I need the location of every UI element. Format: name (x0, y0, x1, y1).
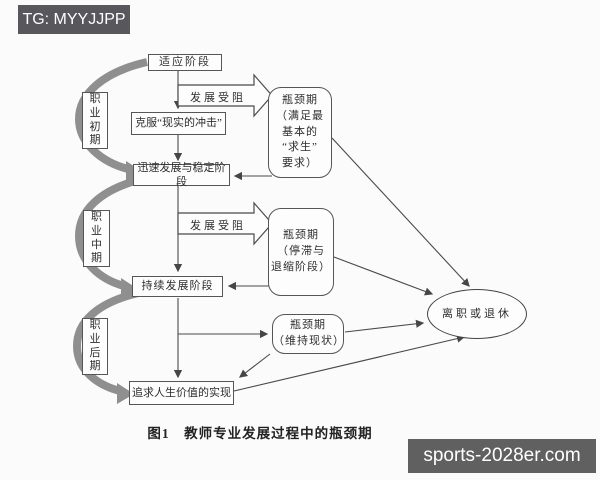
block-arrow-blocked-top (177, 73, 273, 118)
node-rapid-development-stage: 迅速发展与稳定阶段 (133, 162, 230, 188)
arrow-bottleneck3-to-pursuit (239, 353, 271, 378)
arrow-bottleneck2-to-exit (333, 256, 434, 296)
node-exit-or-retire: 离职或退休 (427, 289, 527, 339)
edge-label-development-blocked-top: 发展受阻 (190, 92, 246, 104)
arrow-bottleneck1-to-exit (331, 137, 470, 287)
node-adaptation-stage: 适应阶段 (148, 54, 222, 71)
telegram-tag-banner: TG: MYYJJPP (18, 5, 130, 34)
edge-label-development-blocked-mid: 发展受阻 (190, 220, 246, 232)
arrow-bottleneck3-to-exit (344, 319, 425, 333)
career-mid-label: 职业中期 (91, 211, 102, 265)
node-bottleneck-maintain: 瓶颈期 （维持现状） (272, 314, 344, 354)
node-career-late-period: 职业后期 (82, 318, 108, 375)
node-sustained-development-stage: 持续发展阶段 (132, 276, 223, 297)
block-arrow-blocked-mid (177, 201, 273, 246)
figure-caption: 图1 教师专业发展过程中的瓶颈期 (147, 426, 373, 441)
node-bottleneck-stagnation: 瓶颈期 （停滞与 退缩阶段） (268, 208, 334, 296)
flow-lines (173, 71, 470, 392)
career-late-crescent-arrow (72, 289, 139, 395)
career-late-label: 职业后期 (89, 319, 101, 373)
node-overcome-reality-shock: 克服“现实的冲击” (131, 112, 226, 135)
node-career-early-period: 职业初期 (82, 92, 108, 149)
node-career-mid-period: 职业中期 (83, 210, 110, 267)
career-late-crescent-arrowhead (117, 383, 134, 404)
arrow-pursuit-to-exit (233, 334, 466, 392)
career-early-crescent-arrow (74, 58, 148, 173)
career-early-label: 职业初期 (89, 93, 101, 147)
node-pursuit-of-life-value: 追求人生价值的实现 (129, 381, 234, 405)
career-mid-crescent-arrow (74, 175, 144, 290)
site-watermark: sports-2028er.com (408, 439, 596, 473)
node-bottleneck-survival: 瓶颈期 （满足最 基本的 “求生” 要求） (268, 87, 332, 178)
